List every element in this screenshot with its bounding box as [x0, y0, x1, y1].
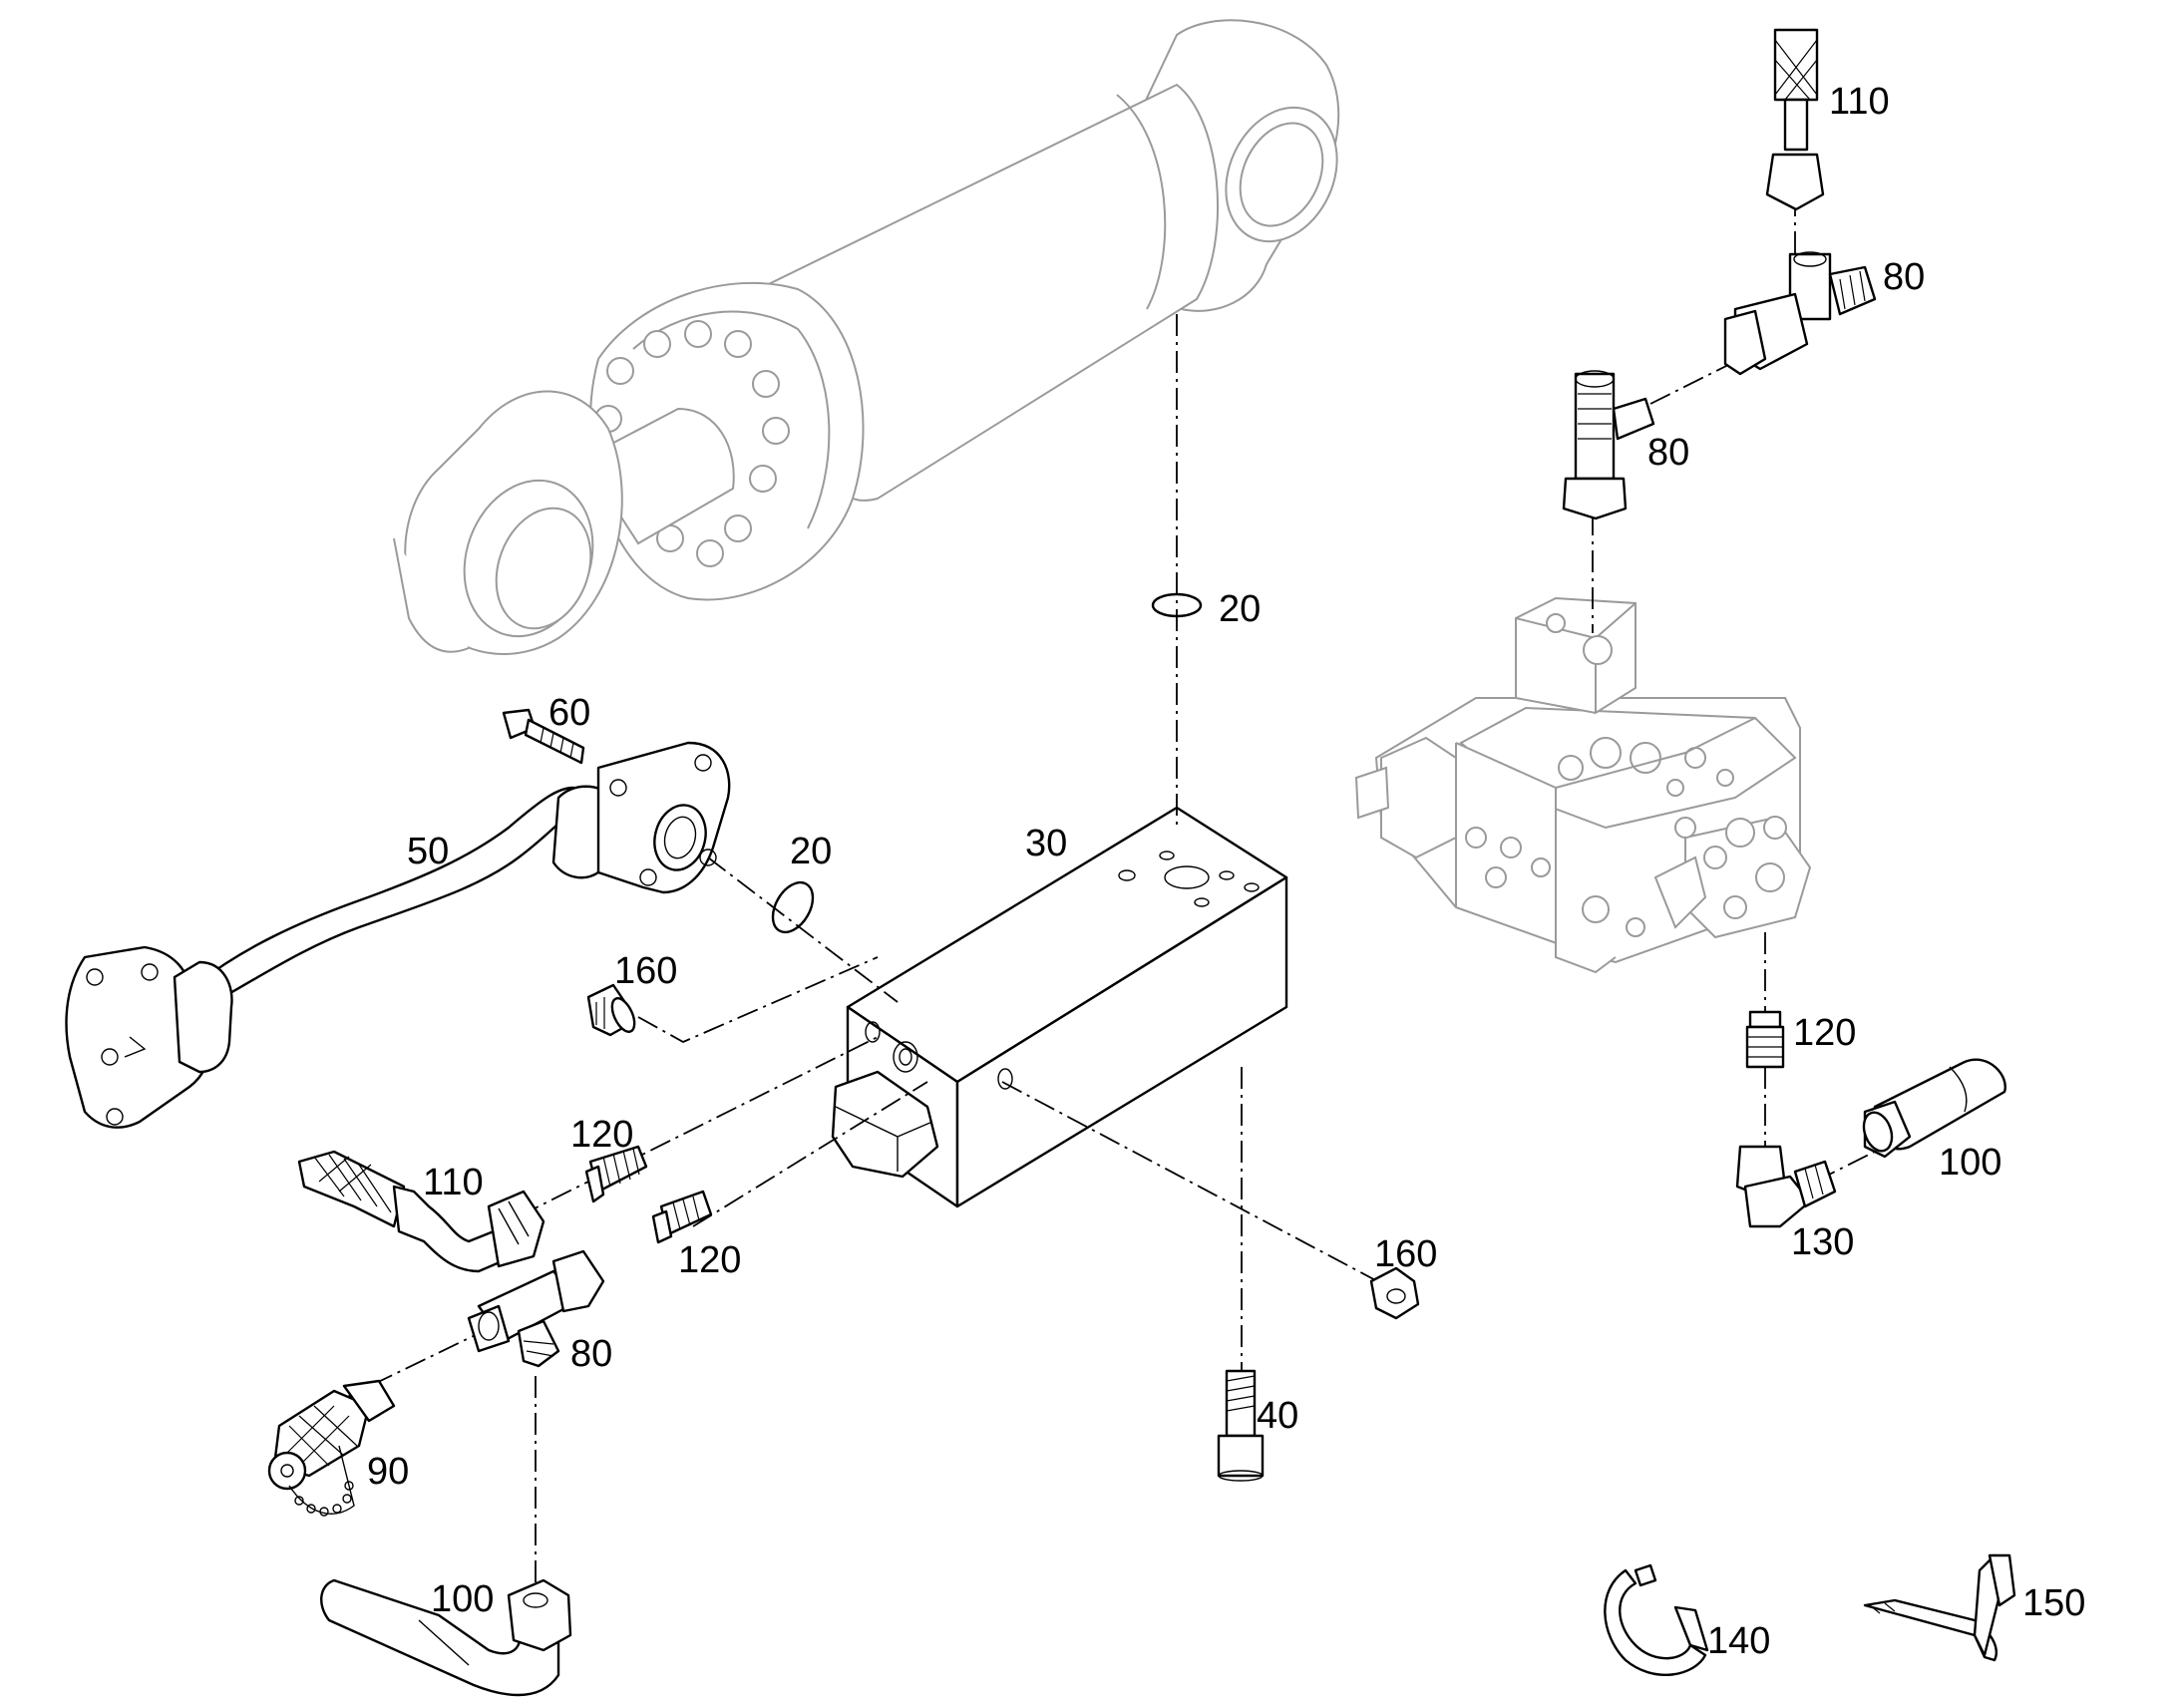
nipple-120-right [1745, 1010, 1785, 1069]
hose-100-right [1862, 1058, 2006, 1159]
callout-150: 150 [2022, 1582, 2085, 1624]
callout-140: 140 [1707, 1620, 1770, 1662]
callout-110-top: 110 [1829, 81, 1890, 123]
callout-30: 30 [1025, 823, 1067, 864]
elbow-130 [1735, 1145, 1837, 1228]
callout-130: 130 [1791, 1221, 1854, 1263]
callout-100-bottom: 100 [431, 1578, 494, 1620]
callout-60: 60 [548, 692, 590, 734]
callout-20-mid: 20 [790, 831, 832, 872]
callout-120-right: 120 [1793, 1012, 1856, 1054]
nipple-120-left [584, 1145, 648, 1203]
callout-120-left: 120 [570, 1114, 633, 1156]
callout-160-left: 160 [614, 950, 677, 992]
tee-80-bottom [467, 1249, 605, 1368]
nipple-120-mid [651, 1190, 713, 1244]
callout-80-bottom: 80 [570, 1333, 612, 1375]
callout-90: 90 [367, 1451, 409, 1493]
callout-160-right: 160 [1374, 1233, 1437, 1275]
callout-labels: 110 80 80 20 60 50 20 30 160 120 110 120… [367, 81, 2085, 1662]
assembly-axes [338, 194, 1876, 1590]
hose-100-bottom [320, 1578, 572, 1697]
callout-80-top-left: 80 [1647, 432, 1689, 474]
callout-100-right: 100 [1939, 1142, 2001, 1184]
test-coupling-90 [267, 1379, 396, 1517]
callout-50: 50 [407, 831, 449, 872]
screw-60 [502, 708, 585, 765]
cable-tie-150 [1863, 1553, 2016, 1662]
pipe-with-flanges [65, 741, 731, 1129]
plug-160-right [1369, 1266, 1420, 1320]
o-ring-mid [771, 880, 815, 934]
callout-110-left: 110 [423, 1162, 484, 1203]
tee-80-top-right [1723, 251, 1877, 376]
plug-160-left [586, 983, 636, 1037]
bolt-40 [1217, 1369, 1265, 1482]
adapter-block [831, 806, 1288, 1208]
o-ring-top [1151, 592, 1203, 618]
callout-80-top-right: 80 [1883, 256, 1925, 298]
hose-110-left [297, 1150, 545, 1273]
tee-80-top-left [1562, 370, 1655, 520]
callout-20-top: 20 [1219, 588, 1261, 630]
hose-clamp-140 [1604, 1563, 1709, 1676]
hydraulic-cylinder [393, 19, 1340, 655]
hose-110-top [1765, 28, 1825, 211]
control-valve-block [1354, 596, 1812, 974]
callout-120-mid: 120 [678, 1239, 741, 1281]
callout-40: 40 [1257, 1395, 1298, 1437]
